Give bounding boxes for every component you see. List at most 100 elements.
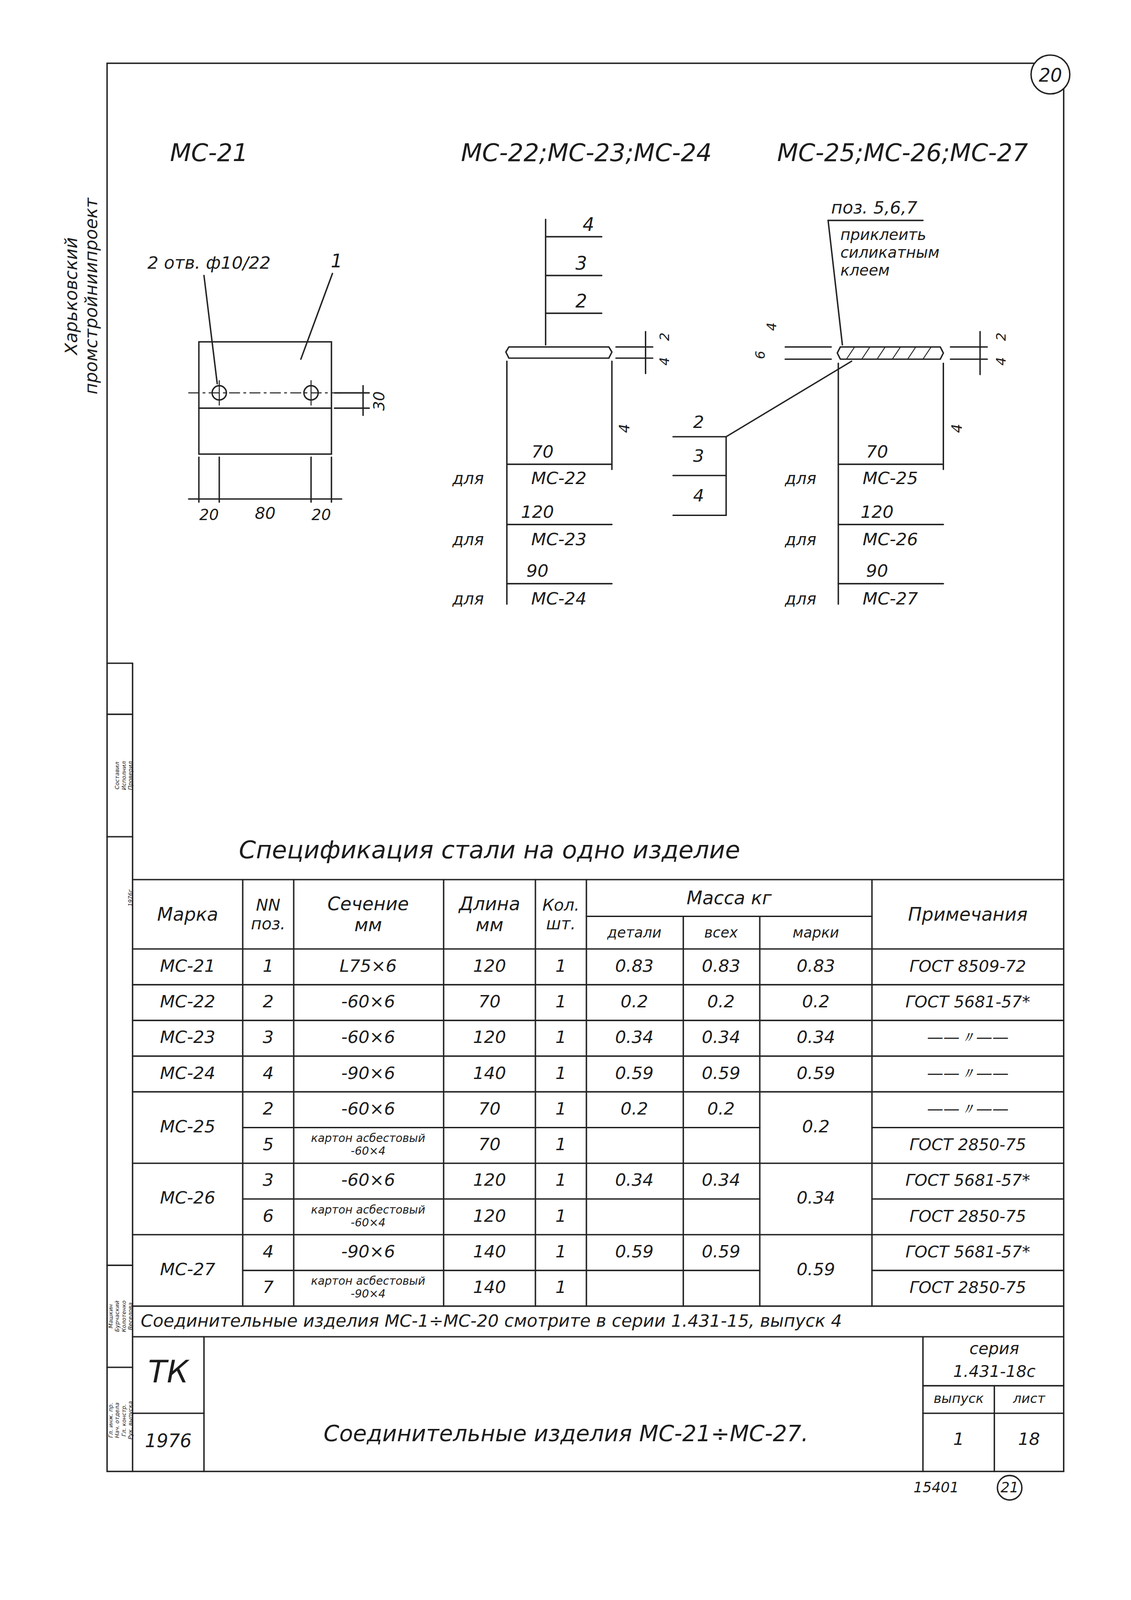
signature-role: Составил — [114, 761, 121, 789]
title-block-text: 18 — [1017, 1428, 1040, 1449]
table-cell: -60×6 — [341, 991, 395, 1012]
table-cell: 0.34 — [701, 1169, 741, 1190]
table-cell: 1 — [555, 1063, 567, 1084]
signature-name: Колотенко — [120, 1299, 128, 1332]
table-cell: L75×6 — [339, 955, 398, 976]
title-block-text: 1 — [953, 1428, 965, 1449]
dimension: 120 — [520, 502, 555, 523]
table-cell: ГОСТ 2850-75 — [909, 1277, 1027, 1297]
table-cell: 1 — [555, 1134, 567, 1155]
dimension-note: для — [784, 468, 817, 488]
title-block-text: Соединительные изделия МС-21÷МС-27. — [323, 1420, 809, 1447]
dimension: 70 — [531, 441, 554, 462]
dimension: 90 — [526, 560, 549, 582]
view-title: МС-25;МС-26;МС-27 — [777, 139, 1028, 168]
table-cell: 120 — [472, 1027, 507, 1048]
signature-name: Машкин — [107, 1303, 115, 1328]
signature-role: Гл. констр. — [120, 1403, 128, 1436]
dimension: 120 — [860, 502, 894, 523]
signature-role: Гл. инж. пр. — [107, 1401, 115, 1438]
dimension: 20 — [199, 506, 219, 524]
dimension-note: для — [784, 589, 817, 608]
table-cell: картон асбестовый -60×4 — [296, 1202, 440, 1229]
table-cell: 2 — [262, 1098, 274, 1119]
dimension: 4 — [993, 356, 1009, 366]
table-cell: 4 — [262, 1241, 274, 1262]
table-cell: 0.59 — [615, 1063, 654, 1084]
table-cell: 7 — [262, 1276, 274, 1298]
table-cell: 1 — [555, 1276, 567, 1298]
table-cell: 70 — [478, 1098, 501, 1119]
dimension-note: для — [452, 589, 484, 608]
table-cell: 0.34 — [796, 1027, 836, 1048]
callout-number: 4 — [693, 485, 705, 506]
table-cell: 0.59 — [615, 1241, 654, 1262]
table-header: марки — [792, 923, 840, 941]
dimension-note: МС-26 — [862, 529, 919, 550]
view-title: МС-21 — [170, 139, 249, 168]
table-cell: ГОСТ 5681-57* — [905, 1170, 1031, 1190]
callout-note: приклеить силикатным клеем — [840, 226, 948, 280]
table-cell: 0.83 — [615, 955, 654, 976]
table-cell: 120 — [472, 1205, 507, 1226]
callout-number: 1 — [330, 250, 343, 272]
table-cell: 0.83 — [796, 955, 836, 976]
table-cell: МС-23 — [160, 1027, 216, 1048]
title-block-text: выпуск — [933, 1390, 984, 1406]
callout-number: 3 — [693, 446, 705, 467]
signature-role: Проверил — [127, 760, 134, 790]
table-cell: 0.34 — [615, 1169, 654, 1190]
table-cell: 5 — [262, 1134, 274, 1155]
table-cell: МС-27 — [160, 1259, 216, 1280]
table-cell: МС-26 — [160, 1188, 216, 1209]
table-cell: 70 — [478, 991, 501, 1012]
table-cell: 0.34 — [796, 1188, 836, 1209]
table-cell: ГОСТ 8509-72 — [909, 956, 1027, 976]
signature-date: 1976г — [127, 888, 134, 907]
table-cell: 3 — [262, 1027, 274, 1048]
table-cell: -60×6 — [341, 1098, 395, 1119]
table-cell: 120 — [472, 1169, 507, 1190]
dimension-note: МС-24 — [531, 588, 587, 609]
table-cell: 4 — [262, 1063, 274, 1084]
table-cell: 140 — [472, 1063, 507, 1084]
table-header: Сечение мм — [316, 892, 420, 935]
table-header: всех — [704, 923, 738, 941]
dimension: 4 — [948, 423, 965, 433]
dimension-note: для — [784, 529, 817, 549]
callout-note: поз. 5,6,7 — [831, 197, 918, 218]
table-cell: 1 — [555, 955, 567, 976]
table-cell: 1 — [555, 1098, 567, 1119]
sheet-number: 20 — [1038, 64, 1063, 86]
dimension-note: МС-25 — [862, 468, 919, 489]
signature-name: Бурчаский — [114, 1300, 121, 1332]
dimension: 80 — [254, 503, 276, 523]
dimension-note: для — [452, 468, 484, 488]
table-header: Марка — [157, 903, 219, 925]
dimension: 20 — [311, 506, 332, 524]
table-cell: ——〃—— — [927, 1063, 1009, 1083]
table-cell: ГОСТ 2850-75 — [909, 1134, 1027, 1154]
table-cell: 0.59 — [701, 1063, 741, 1084]
table-cell: ГОСТ 5681-57* — [905, 1241, 1031, 1261]
table-cell: 2 — [262, 991, 274, 1012]
view-title: МС-22;МС-23;МС-24 — [461, 139, 712, 168]
table-header: Масса кг — [686, 887, 773, 908]
table-cell: ГОСТ 5681-57* — [905, 991, 1031, 1011]
dimension: 2 — [657, 332, 673, 342]
dimension-note: МС-23 — [531, 529, 587, 550]
table-cell: 3 — [262, 1169, 274, 1190]
table-header: Длина мм — [453, 892, 526, 935]
table-cell: -90×6 — [341, 1241, 395, 1262]
table-cell: ——〃—— — [927, 1099, 1009, 1118]
table-cell: 0.59 — [796, 1259, 836, 1280]
table-cell: 0.59 — [701, 1241, 741, 1262]
table-title: Спецификация стали на одно изделие — [238, 835, 741, 864]
callout-number: 3 — [575, 252, 588, 274]
table-cell: 1 — [262, 955, 274, 976]
table-cell: 0.2 — [802, 991, 830, 1012]
title-block-text: 1.431-18с — [953, 1361, 1036, 1381]
table-header: NN поз. — [247, 895, 289, 933]
